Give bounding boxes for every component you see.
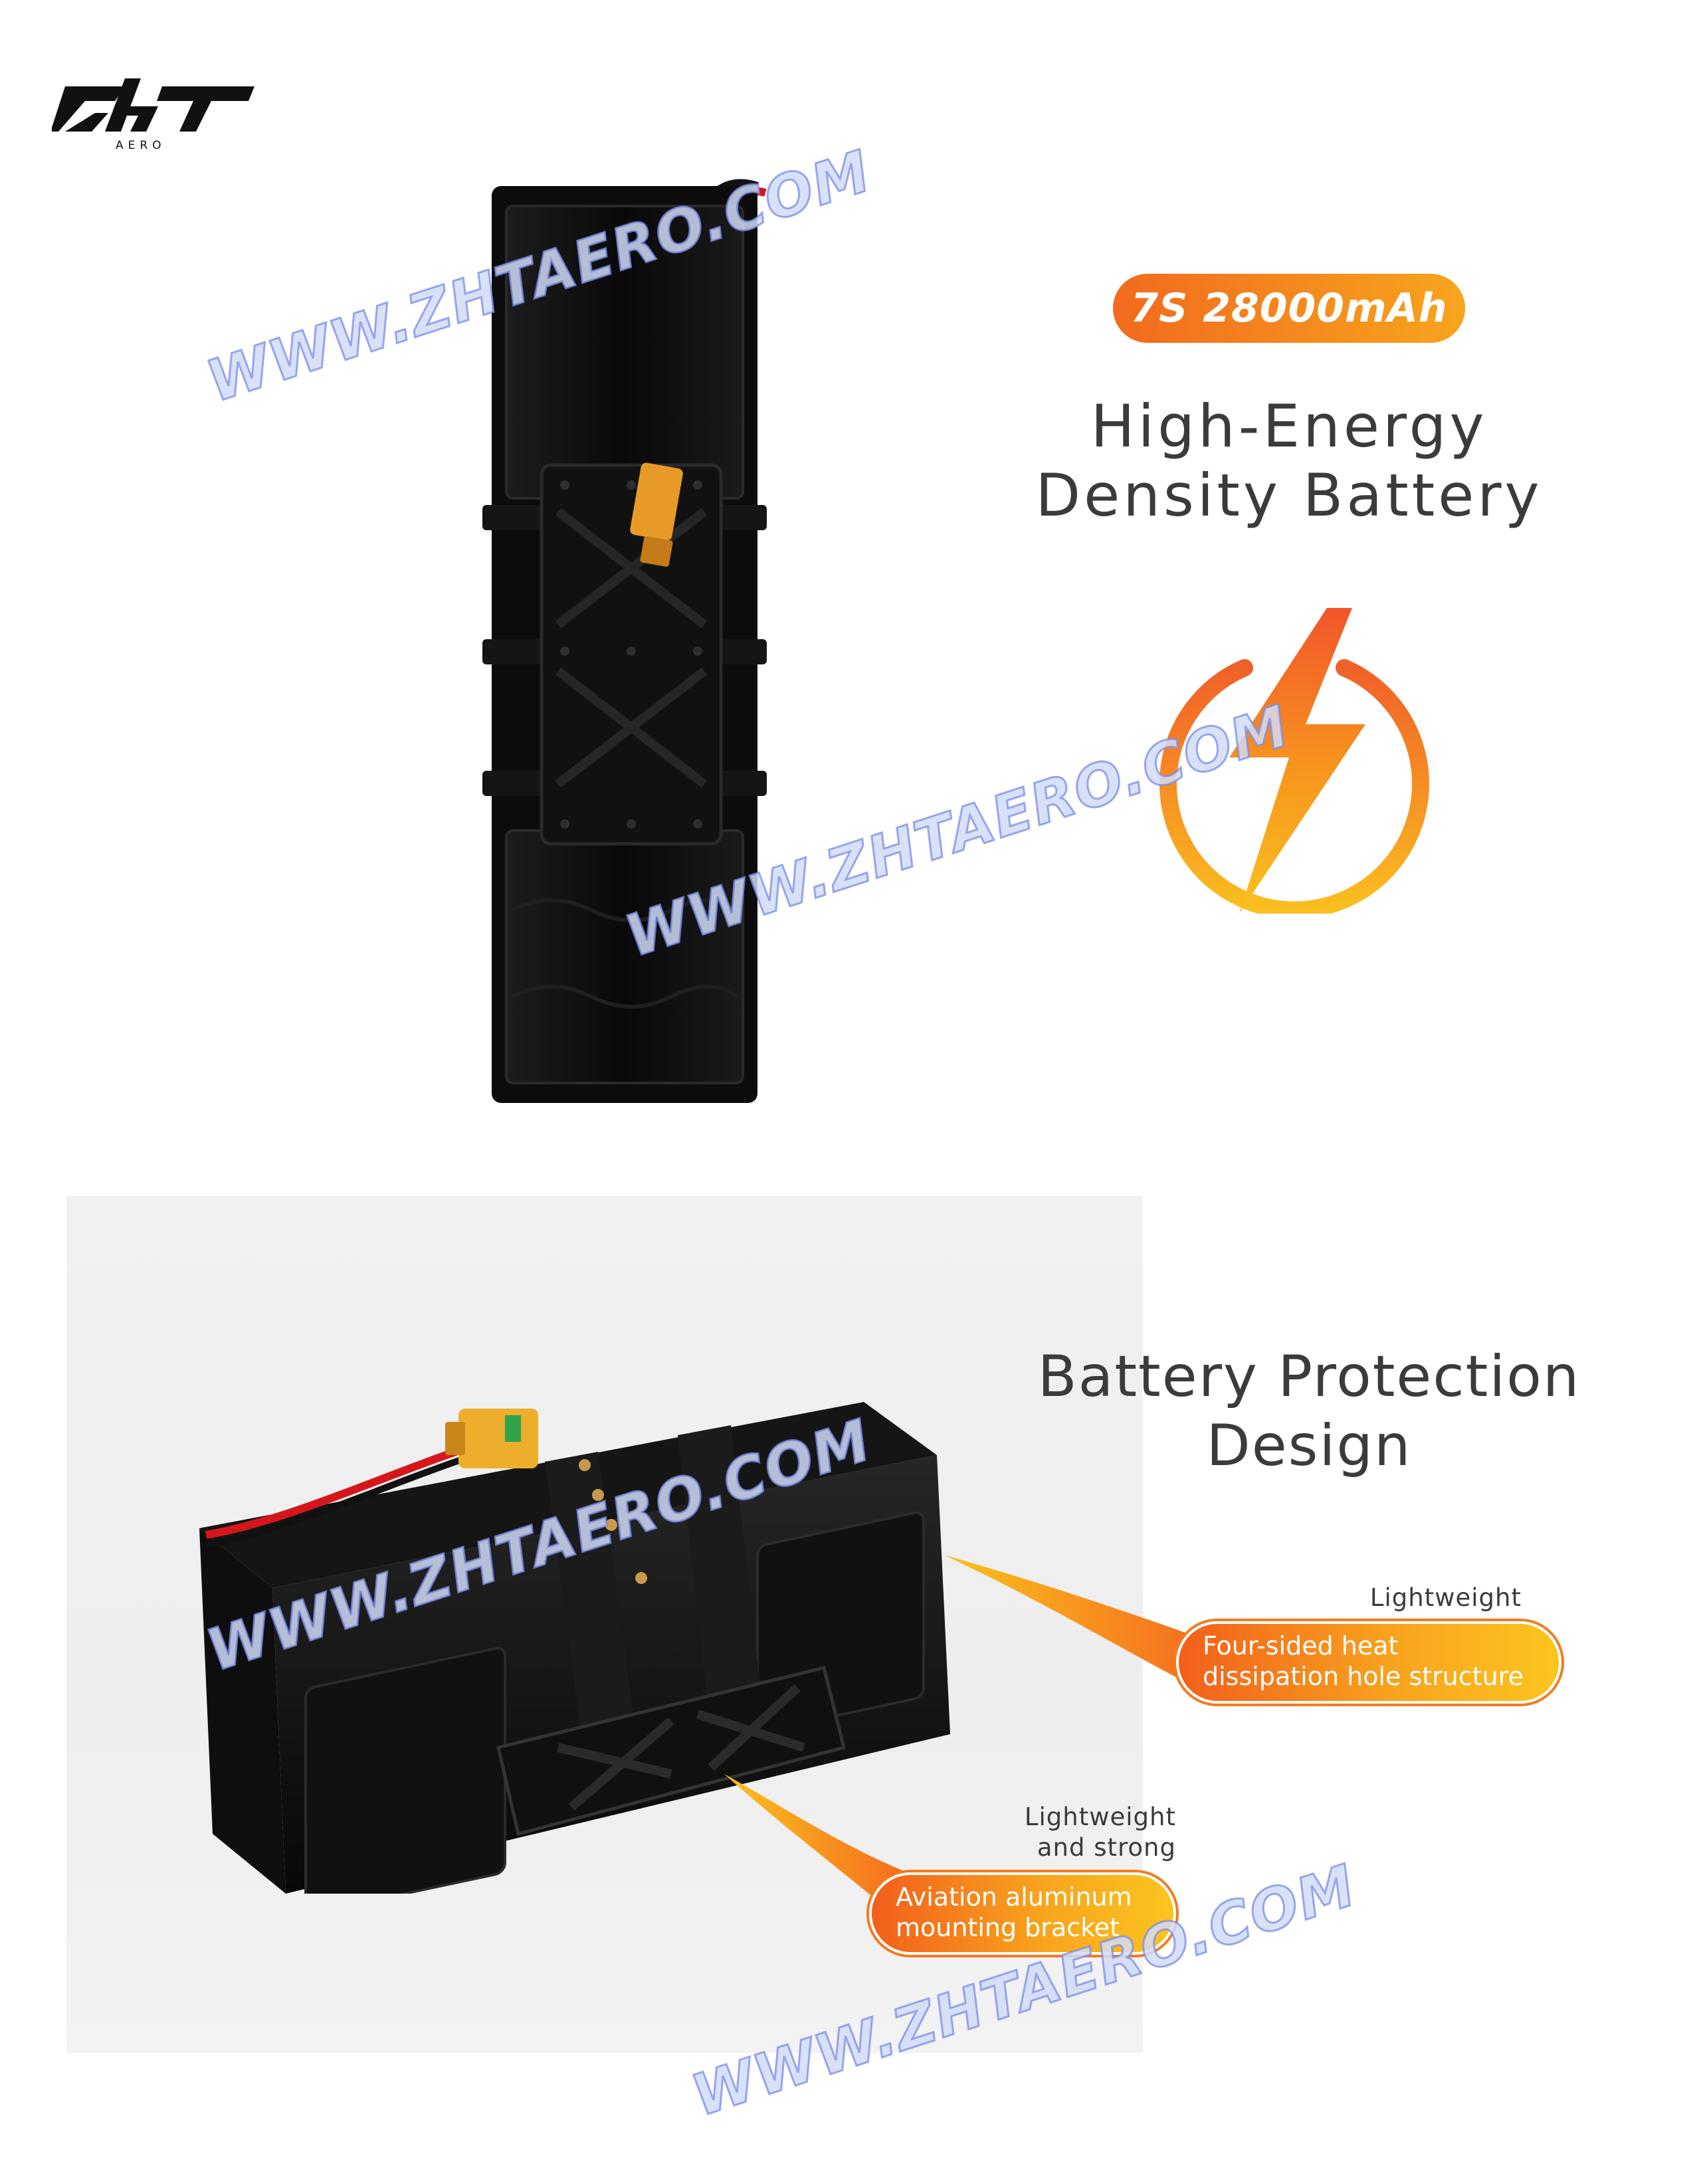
zht-aero-logo: AERO (52, 78, 254, 152)
callout-tag-lightweight-strong: Lightweight and strong (944, 1802, 1176, 1863)
section-title-protection: Battery Protection Design (1010, 1342, 1608, 1480)
battery-spec-badge: 7S 28000mAh (1113, 274, 1465, 343)
battery-side-image (199, 1402, 950, 1894)
callout-heat-line2: dissipation hole structure (1203, 1662, 1524, 1691)
callout-heat-line1: Four-sided heat (1203, 1631, 1399, 1660)
callout-tag-lightweight: Lightweight (1369, 1583, 1522, 1612)
title-protect-line2: Design (1206, 1413, 1412, 1479)
title-energy-line1: High-Energy (1090, 392, 1488, 460)
callout-bracket-line1: Aviation aluminum (896, 1882, 1132, 1912)
section-title-energy: High-Energy Density Battery (997, 392, 1581, 530)
tag-line2: and strong (1037, 1833, 1176, 1862)
callout-bracket-line2: mounting bracket (896, 1913, 1120, 1942)
title-protect-line1: Battery Protection (1037, 1343, 1581, 1410)
callout-pointer-bracket (724, 1774, 910, 1917)
lightning-bolt-icon (1159, 608, 1429, 914)
logo-subtext: AERO (116, 139, 166, 152)
title-energy-line2: Density Battery (1035, 461, 1543, 530)
battery-front-image (482, 179, 767, 1103)
callout-heat-dissipation: Four-sided heat dissipation hole structu… (1176, 1621, 1561, 1704)
callout-aluminum-bracket: Aviation aluminum mounting bracket (869, 1872, 1176, 1955)
tag-line1: Lightweight (1024, 1803, 1176, 1831)
